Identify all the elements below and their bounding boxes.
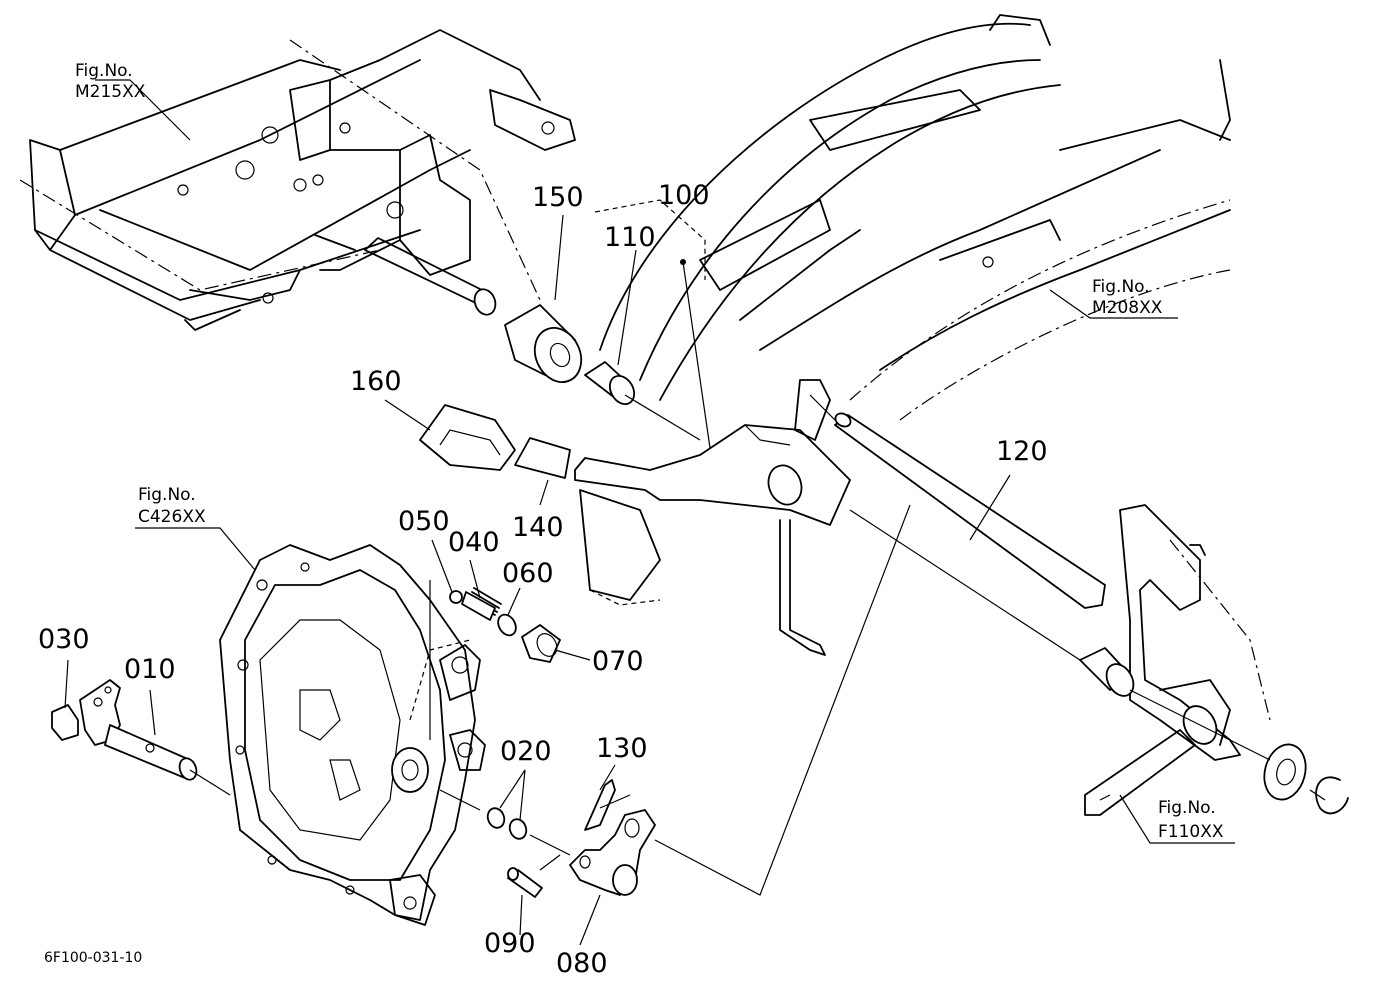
pin-090-drawing xyxy=(507,867,543,898)
callout-060: 060 xyxy=(502,558,554,589)
callout-150: 150 xyxy=(532,182,584,213)
knob-160-drawing xyxy=(419,404,516,471)
fig-ref-f110: Fig.No. F110XX xyxy=(1158,798,1224,842)
fig-ref-m208-line2: M208XX xyxy=(1092,298,1163,318)
bushing-150-drawing xyxy=(504,304,583,383)
case-c426-drawing xyxy=(219,544,486,926)
callout-040: 040 xyxy=(448,527,500,558)
fig-ref-m208: Fig.No. M208XX xyxy=(1092,277,1163,318)
callout-090: 090 xyxy=(484,928,536,959)
callout-140: 140 xyxy=(512,512,564,543)
leader-lines xyxy=(64,79,1235,946)
fig-ref-m215-line1: Fig.No. xyxy=(75,61,133,81)
fig-ref-m215: Fig.No. M215XX xyxy=(75,61,146,102)
shaft-010-drawing xyxy=(79,679,198,781)
fender-m208-drawing xyxy=(579,14,1231,606)
callout-050: 050 xyxy=(398,506,450,537)
split-pin-130-drawing xyxy=(584,779,631,831)
centerlines xyxy=(189,394,1326,896)
callout-010: 010 xyxy=(124,654,176,685)
document-code: 6F100-031-10 xyxy=(44,950,142,966)
rod-120-drawing xyxy=(834,412,1106,609)
fig-ref-f110-line2: F110XX xyxy=(1158,822,1224,842)
orings-020-drawing xyxy=(486,807,528,840)
arm-080-drawing xyxy=(569,809,656,896)
collar-110-drawing xyxy=(584,361,636,406)
callout-160: 160 xyxy=(350,366,402,397)
callout-110: 110 xyxy=(604,222,656,253)
fig-ref-c426-line2: C426XX xyxy=(138,507,206,527)
key-030-drawing xyxy=(51,704,79,741)
callout-130: 130 xyxy=(596,733,648,764)
callout-080: 080 xyxy=(556,948,608,979)
fig-ref-m215-line2: M215XX xyxy=(75,82,146,102)
callout-020: 020 xyxy=(500,736,552,767)
fig-ref-m208-line1: Fig.No. xyxy=(1092,277,1150,297)
frame-m215-drawing xyxy=(19,29,576,331)
fig-ref-c426: Fig.No. C426XX xyxy=(138,485,206,527)
fig-ref-f110-line1: Fig.No. xyxy=(1158,798,1216,818)
bracket-f110-drawing xyxy=(1079,504,1349,816)
fig-ref-c426-line1: Fig.No. xyxy=(138,485,196,505)
callout-120: 120 xyxy=(996,436,1048,467)
callout-030: 030 xyxy=(38,624,90,655)
detent-parts-drawing xyxy=(449,587,561,663)
callout-070: 070 xyxy=(592,646,644,677)
callout-100: 100 xyxy=(658,180,710,211)
clip-140-drawing xyxy=(514,437,571,479)
lever-100-drawing xyxy=(574,379,851,656)
